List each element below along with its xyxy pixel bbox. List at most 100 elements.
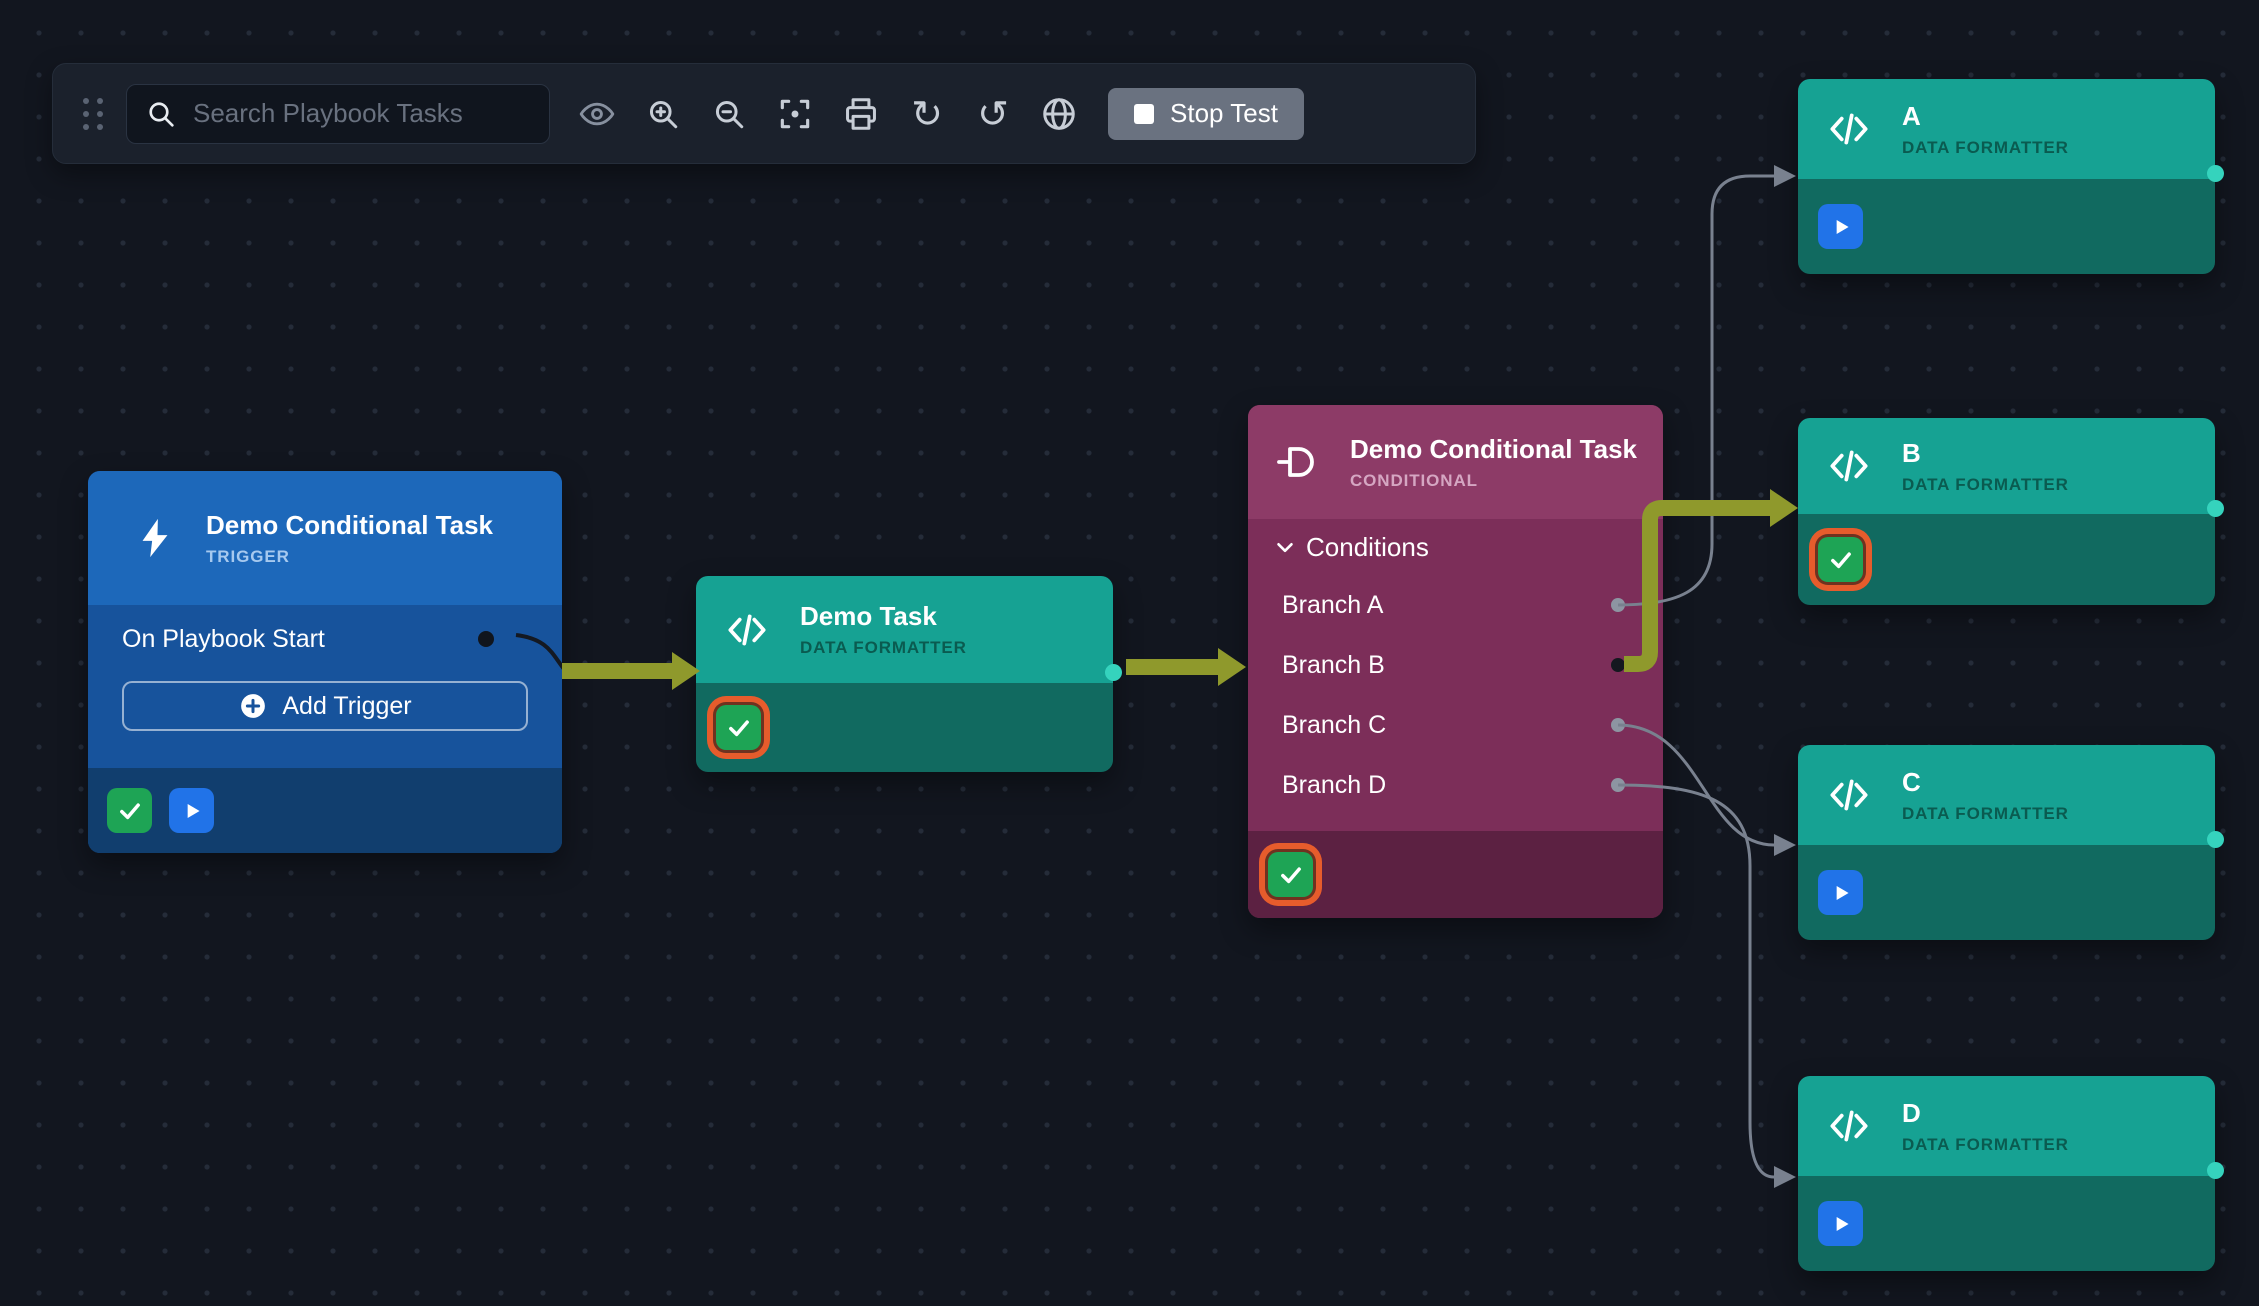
conditional-node-header[interactable]: Demo Conditional Task CONDITIONAL — [1248, 405, 1663, 519]
task-node-c-header[interactable]: C DATA FORMATTER — [1798, 745, 2215, 845]
run-button[interactable] — [169, 788, 214, 833]
code-icon — [1824, 770, 1874, 820]
demo-task-header[interactable]: Demo Task DATA FORMATTER — [696, 576, 1113, 683]
task-node-d-header[interactable]: D DATA FORMATTER — [1798, 1076, 2215, 1176]
task-node-a-footer — [1798, 179, 2215, 274]
trigger-node-header[interactable]: Demo Conditional Task TRIGGER — [88, 471, 562, 605]
plus-circle-icon — [238, 691, 268, 721]
print-button[interactable] — [828, 81, 894, 147]
conditions-label: Conditions — [1306, 532, 1429, 563]
demo-task-footer — [696, 683, 1113, 772]
undo-icon: ↺ — [977, 95, 1009, 133]
wire-branch-a-arrow — [1774, 165, 1796, 187]
undo-button[interactable]: ↺ — [960, 81, 1026, 147]
code-icon — [1824, 441, 1874, 491]
node-title: Demo Conditional Task — [1350, 436, 1637, 462]
stop-icon — [1134, 104, 1154, 124]
node-subtitle: DATA FORMATTER — [1902, 139, 2069, 156]
globe-button[interactable] — [1026, 81, 1092, 147]
trigger-event-port[interactable] — [478, 631, 494, 647]
toolbar-drag-handle[interactable] — [83, 98, 104, 130]
add-trigger-button[interactable]: Add Trigger — [122, 681, 528, 731]
chevron-down-icon — [1272, 534, 1298, 560]
code-icon — [1824, 104, 1874, 154]
branch-d-port[interactable] — [1611, 778, 1625, 792]
branch-label: Branch D — [1282, 771, 1386, 800]
search-input[interactable] — [193, 98, 531, 129]
task-node-a-header[interactable]: A DATA FORMATTER — [1798, 79, 2215, 179]
trigger-event-label: On Playbook Start — [122, 625, 325, 654]
lightning-icon — [132, 515, 178, 561]
run-button[interactable] — [1818, 870, 1863, 915]
node-title: C — [1902, 769, 2069, 795]
run-button[interactable] — [1818, 1201, 1863, 1246]
wire-branch-d-arrow — [1774, 1166, 1796, 1188]
branch-b-port[interactable] — [1611, 658, 1625, 672]
branch-c-port[interactable] — [1611, 718, 1625, 732]
zoom-out-icon — [711, 96, 747, 132]
trigger-node[interactable]: Demo Conditional Task TRIGGER On Playboo… — [88, 471, 562, 853]
wire-branch-c-arrow — [1774, 834, 1796, 856]
code-icon — [1824, 1101, 1874, 1151]
node-subtitle: DATA FORMATTER — [1902, 1136, 2069, 1153]
stop-test-button[interactable]: Stop Test — [1108, 88, 1304, 140]
branch-label: Branch A — [1282, 591, 1383, 620]
fit-to-screen-button[interactable] — [762, 81, 828, 147]
branch-label: Branch B — [1282, 651, 1385, 680]
task-node-b[interactable]: B DATA FORMATTER — [1798, 418, 2215, 605]
conditional-node-footer — [1248, 831, 1663, 918]
add-trigger-label: Add Trigger — [282, 692, 411, 721]
status-check-badge-selected[interactable] — [1818, 537, 1863, 582]
zoom-in-icon — [645, 96, 681, 132]
branch-row-c[interactable]: Branch C — [1248, 695, 1663, 755]
status-check-badge-selected[interactable] — [1268, 852, 1313, 897]
toggle-visibility-button[interactable] — [564, 81, 630, 147]
globe-icon — [1040, 95, 1078, 133]
node-title: D — [1902, 1100, 2069, 1126]
redo-button[interactable]: ↻ — [894, 81, 960, 147]
output-port[interactable] — [2207, 500, 2224, 517]
node-title: Demo Conditional Task — [206, 512, 493, 538]
output-port[interactable] — [1105, 664, 1122, 681]
output-port[interactable] — [2207, 1162, 2224, 1179]
output-port[interactable] — [2207, 165, 2224, 182]
node-title: A — [1902, 103, 2069, 129]
status-check-badge-selected[interactable] — [716, 705, 761, 750]
task-node-b-footer — [1798, 514, 2215, 605]
demo-task-node[interactable]: Demo Task DATA FORMATTER — [696, 576, 1113, 772]
node-title: B — [1902, 440, 2069, 466]
branch-label: Branch C — [1282, 711, 1386, 740]
branch-a-port[interactable] — [1611, 598, 1625, 612]
branch-row-d[interactable]: Branch D — [1248, 755, 1663, 815]
node-subtitle: DATA FORMATTER — [800, 639, 967, 656]
task-node-c[interactable]: C DATA FORMATTER — [1798, 745, 2215, 939]
task-node-c-footer — [1798, 845, 2215, 940]
run-button[interactable] — [1818, 204, 1863, 249]
search-box[interactable] — [126, 84, 550, 144]
status-check-badge[interactable] — [107, 788, 152, 833]
node-subtitle: TRIGGER — [206, 548, 493, 565]
task-node-b-header[interactable]: B DATA FORMATTER — [1798, 418, 2215, 514]
branch-row-a[interactable]: Branch A — [1248, 575, 1663, 635]
fit-to-screen-icon — [776, 95, 814, 133]
branch-row-b[interactable]: Branch B — [1248, 635, 1663, 695]
wire-demo-to-conditional-arrow — [1218, 648, 1246, 686]
zoom-in-button[interactable] — [630, 81, 696, 147]
search-icon — [145, 98, 177, 130]
conditional-node[interactable]: Demo Conditional Task CONDITIONAL Condit… — [1248, 405, 1663, 918]
conditional-gate-icon — [1274, 438, 1322, 486]
node-subtitle: CONDITIONAL — [1350, 472, 1637, 489]
print-icon — [842, 95, 880, 133]
trigger-event-row[interactable]: On Playbook Start — [122, 613, 528, 665]
node-subtitle: DATA FORMATTER — [1902, 476, 2069, 493]
canvas-toolbar: ↻ ↺ Stop Test — [52, 63, 1476, 164]
task-node-a[interactable]: A DATA FORMATTER — [1798, 79, 2215, 274]
output-port[interactable] — [2207, 831, 2224, 848]
stop-test-label: Stop Test — [1170, 98, 1278, 129]
code-icon — [722, 605, 772, 655]
node-title: Demo Task — [800, 603, 967, 629]
zoom-out-button[interactable] — [696, 81, 762, 147]
task-node-d[interactable]: D DATA FORMATTER — [1798, 1076, 2215, 1271]
conditions-toggle[interactable]: Conditions — [1248, 519, 1663, 575]
